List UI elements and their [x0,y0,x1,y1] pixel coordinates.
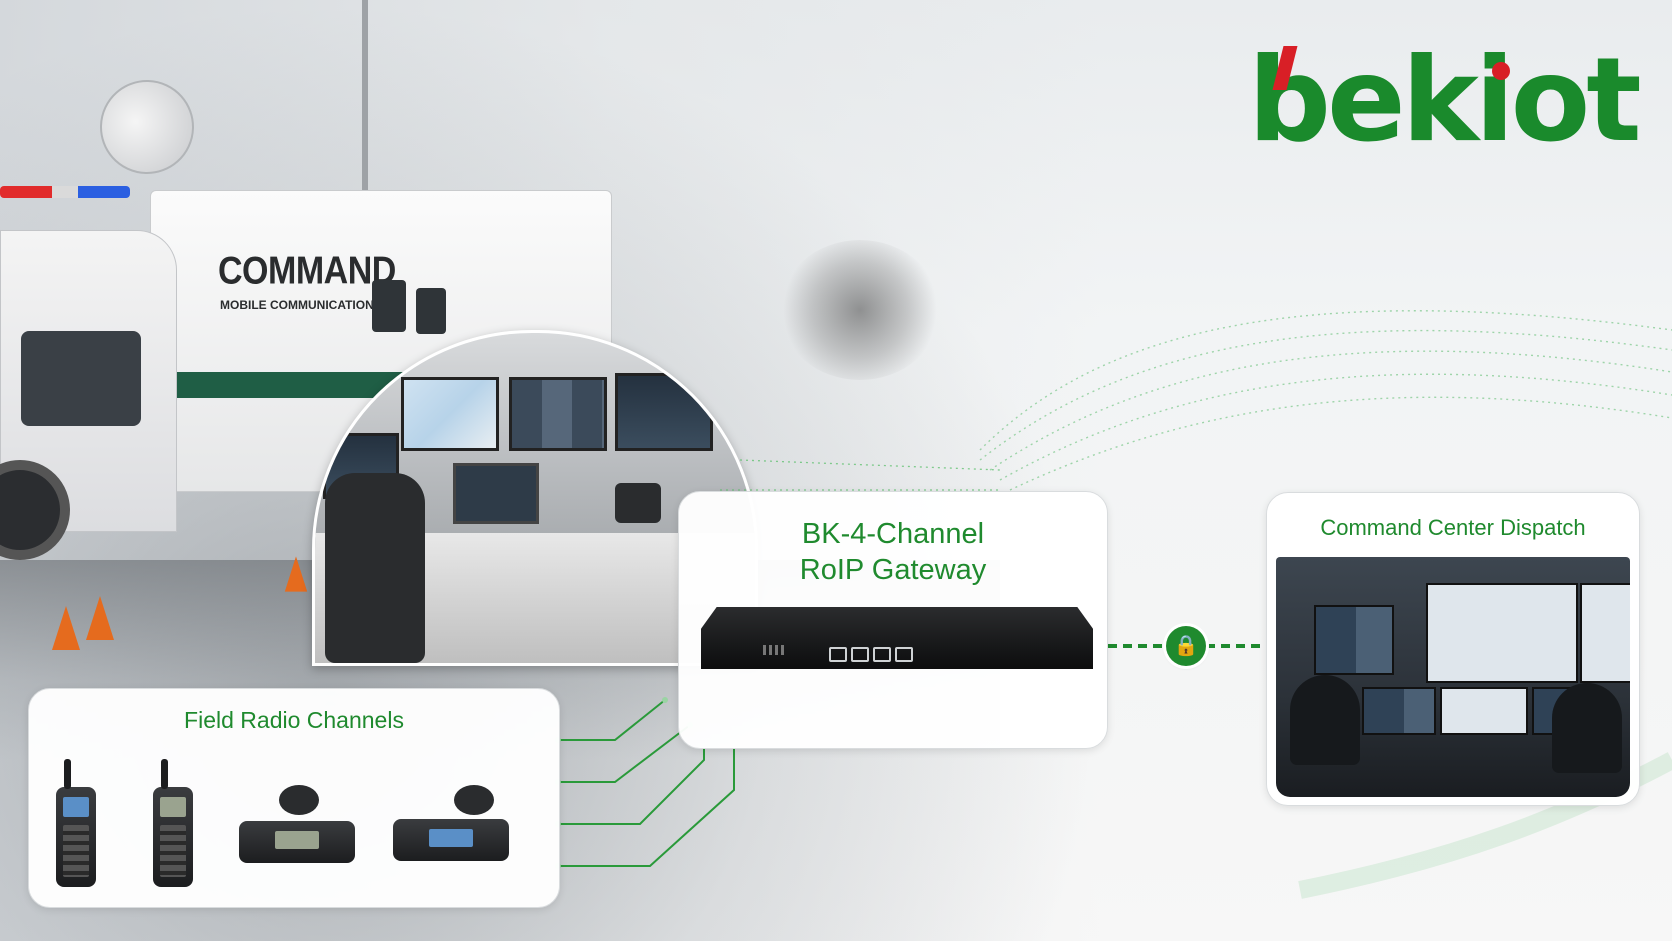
monitor-dashboard [615,373,713,451]
radio-microphone [454,785,494,815]
logo-wordmark: bekiot [1248,33,1642,168]
field-radio-title: Field Radio Channels [184,707,404,733]
truck-subtitle: MOBILE COMMUNICATIONS [220,298,382,312]
field-radio-card: Field Radio Channels [28,688,560,908]
truck-side-window [416,288,446,334]
channel-port-2 [851,647,869,662]
dispatcher-operator [1290,675,1360,765]
monitor-cameras [509,377,607,451]
handheld-radio-1 [56,759,96,887]
channel-line-4 [558,748,735,867]
channel-port-4 [895,647,913,662]
mobile-radio-1 [239,821,355,863]
radio-screen [429,829,473,847]
channel-line-2 [558,724,691,783]
radio-screen [160,797,186,817]
lock-icon: 🔒 [1166,626,1206,666]
radio-microphone [279,785,319,815]
radio-keypad [160,825,186,877]
laptop [453,463,539,524]
status-led [775,645,778,655]
video-wall-panel [1580,583,1630,683]
desk-monitor [1440,687,1528,735]
desk-monitor [1362,687,1436,735]
channel-line-1 [558,699,666,741]
roip-gateway-device [701,607,1093,669]
smoke-plume [780,240,940,380]
logo-dot [1492,62,1510,80]
channel-port-3 [873,647,891,662]
chair [325,473,425,663]
handheld-radio-2 [153,759,193,887]
dispatch-card: Command Center Dispatch [1266,492,1640,806]
monitor-map [401,377,499,451]
gateway-card: BK-4-Channel RoIP Gateway [678,491,1108,749]
channel-line-3 [558,748,705,825]
truck-cab [0,230,177,532]
truck-side-window [372,280,406,332]
radio-screen [275,831,319,849]
status-led [769,645,772,655]
video-wall-map [1426,583,1578,683]
traffic-cone [86,596,114,640]
traffic-cone [52,606,80,650]
gateway-title-line1: BK-4-Channel [801,518,985,550]
channel-node [662,697,668,703]
channel-port-1 [829,647,847,662]
gateway-title-line2: RoIP Gateway [799,554,987,586]
radio-keypad [63,825,89,877]
emergency-lightbar [0,186,130,198]
network-dots [739,459,1001,471]
gateway-title: BK-4-Channel RoIP Gateway [679,516,1107,588]
truck-window [21,331,141,426]
dispatch-title: Command Center Dispatch [1320,515,1586,540]
radio-screen [63,797,89,817]
truck-title: COMMAND [218,249,396,293]
command-truck: COMMAND MOBILE COMMUNICATIONS [0,0,612,580]
video-wall-cameras [1314,605,1394,675]
bekiot-logo: bekiot [1248,33,1642,168]
dispatcher-operator [1552,683,1622,773]
mobile-radio-2 [393,819,509,861]
traffic-cone [284,556,308,592]
desk-phone [615,483,661,523]
status-led [781,645,784,655]
status-led [763,645,766,655]
antenna-mast [362,0,368,200]
dispatch-center-photo [1276,557,1630,797]
